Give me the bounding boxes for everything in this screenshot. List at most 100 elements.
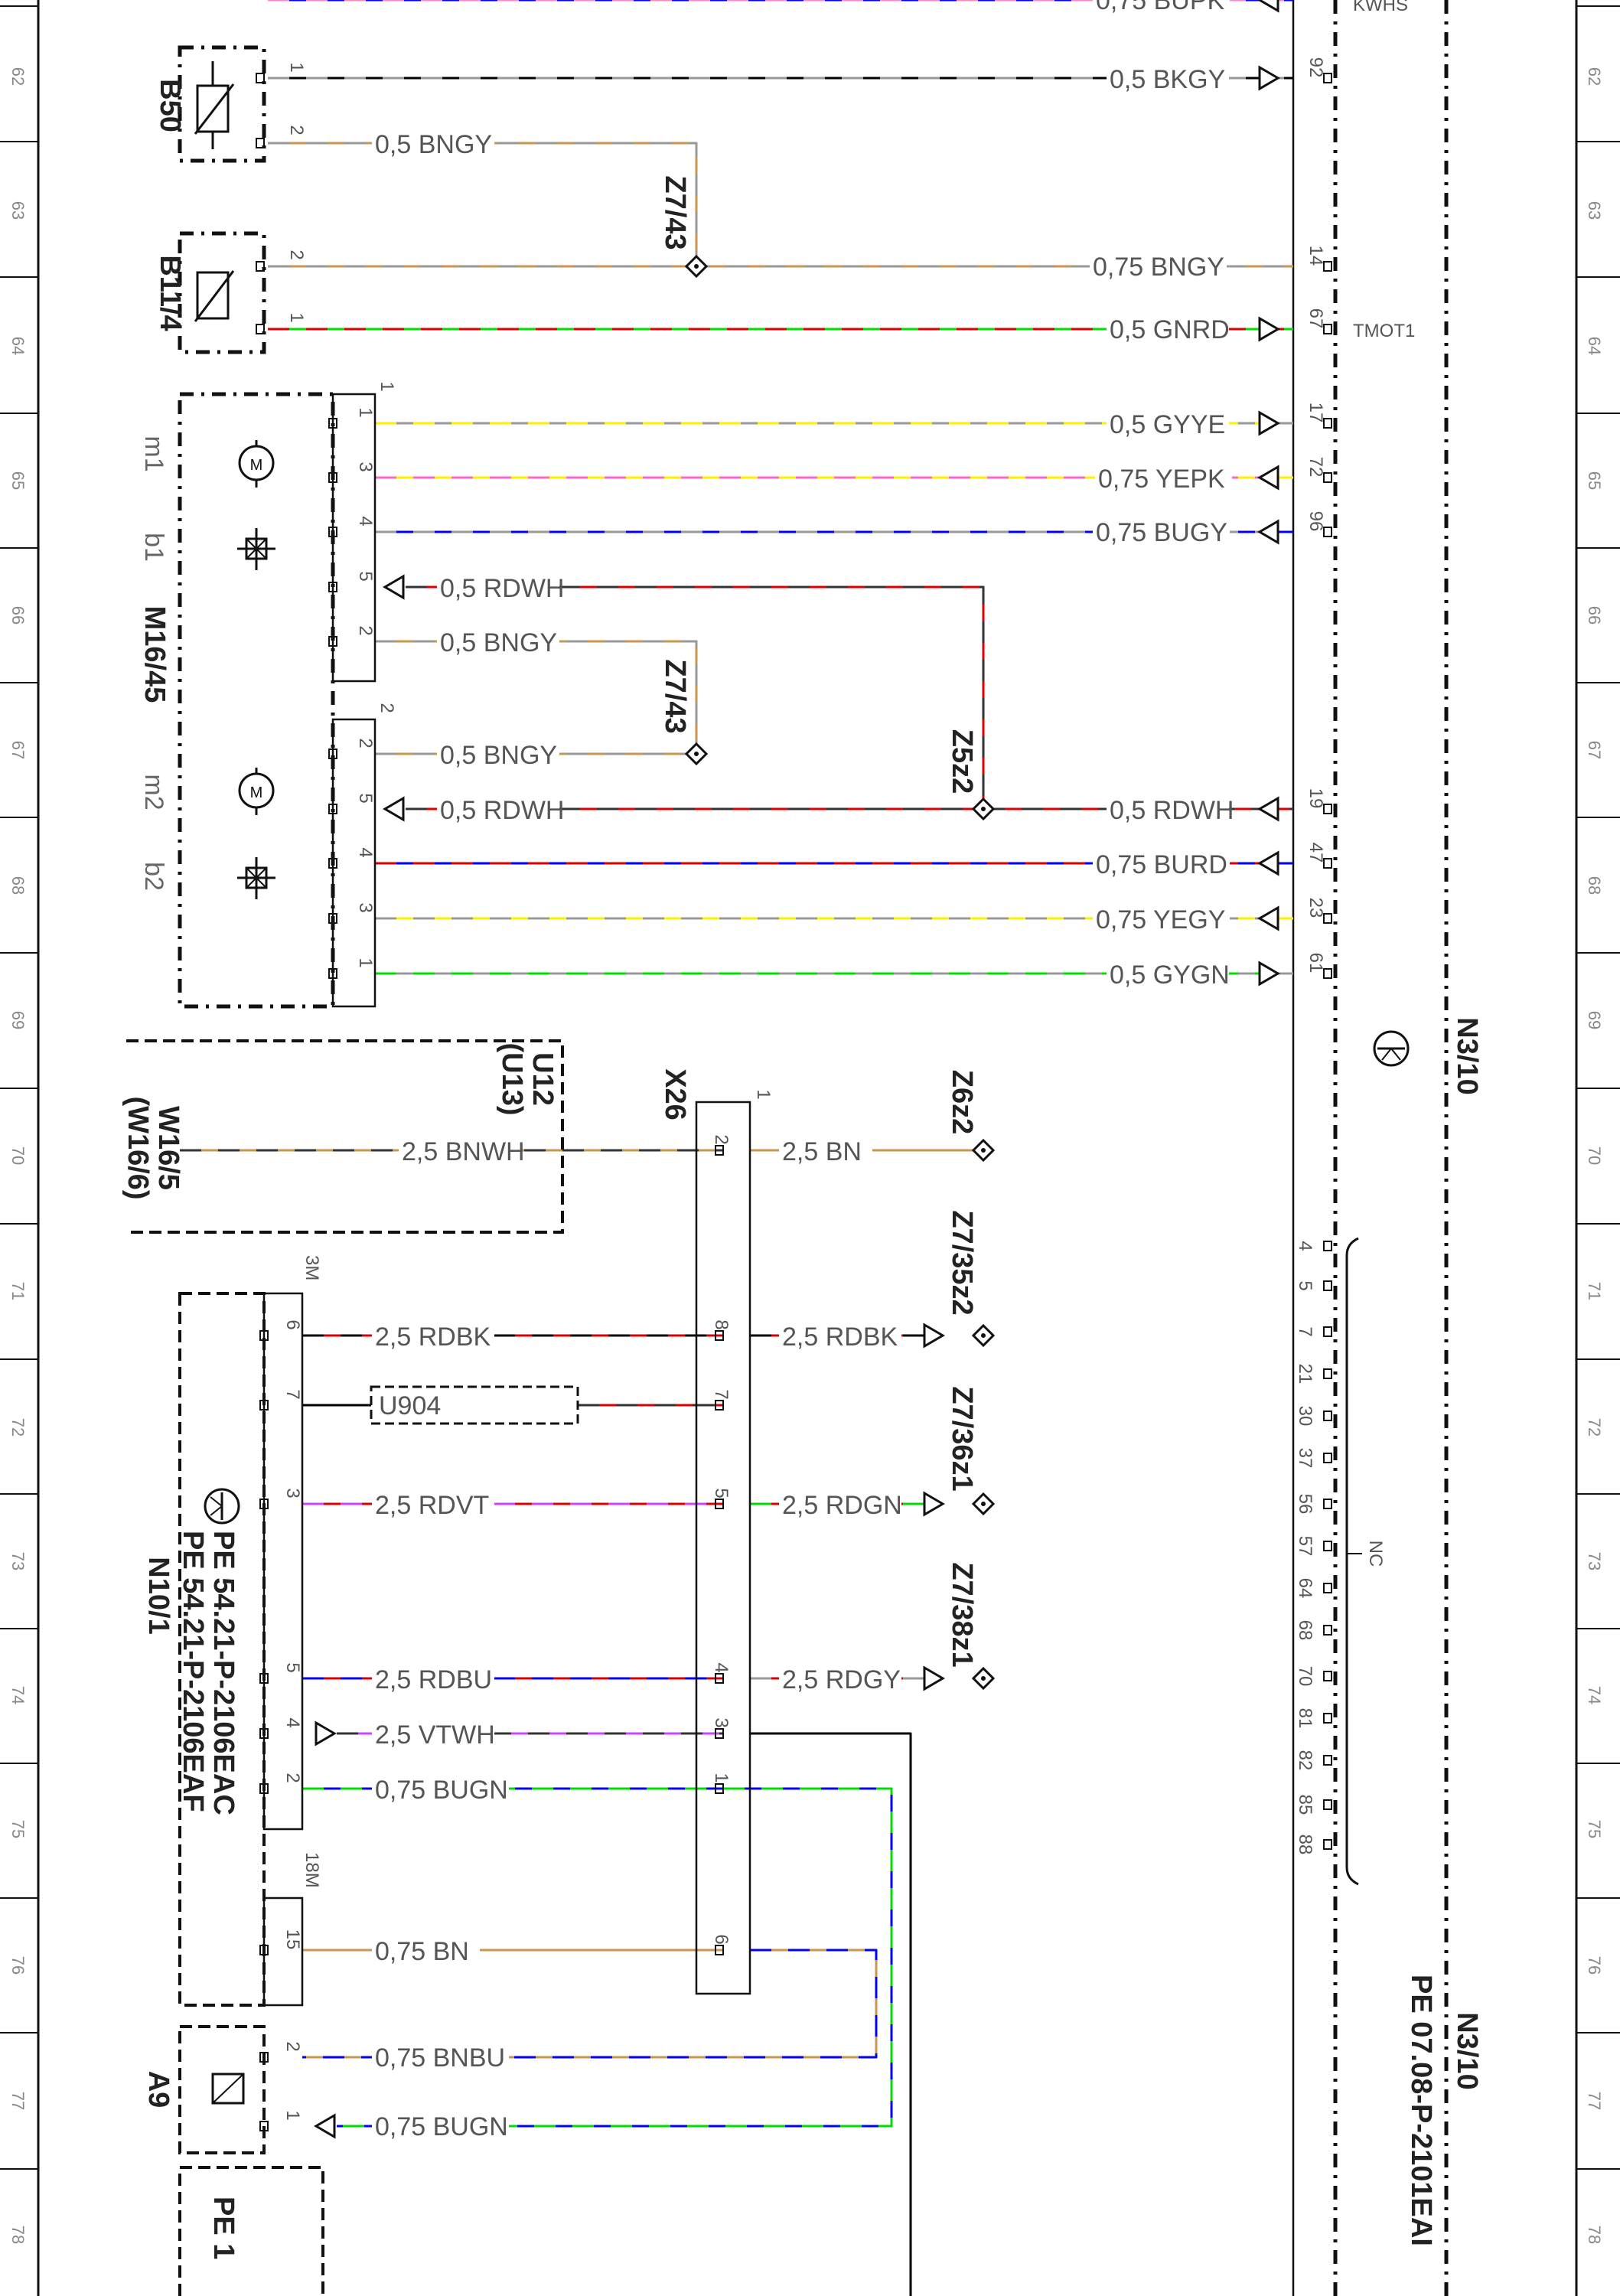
- grid-row-label: 70: [8, 1146, 28, 1165]
- wire-label: 0,5 GYYE: [1110, 410, 1225, 439]
- pin-terminal: [1323, 73, 1332, 83]
- grid-row-label: 74: [1585, 1686, 1604, 1704]
- grid-row-label: 77: [8, 2092, 28, 2110]
- grid-row-label: 68: [8, 876, 28, 895]
- splice-label: Z7/43: [659, 175, 691, 249]
- pin-terminal: [1323, 804, 1332, 814]
- nc-pin-terminal: [1323, 1326, 1332, 1337]
- pin-number: 4: [355, 516, 376, 526]
- pin-terminal: [328, 418, 337, 429]
- conn-18m-label: 18M: [302, 1852, 322, 1888]
- pin-terminal: [1323, 324, 1332, 334]
- arrow-icon: [383, 574, 405, 600]
- splice-label: Z6z2: [946, 1070, 978, 1134]
- pin-terminal: [715, 1945, 724, 1955]
- u12-label: U12: [526, 1052, 559, 1106]
- pin-terminal: [259, 1673, 269, 1684]
- m16-45-component: M M m1 b1 M16/45 m2 b2: [139, 392, 376, 1009]
- nc-pin-number: 82: [1295, 1750, 1315, 1771]
- splice-point: Z7/38z1: [946, 1562, 996, 1691]
- wire-label: 0,5 BNGY: [440, 628, 557, 657]
- m2-label: m2: [139, 774, 168, 810]
- grid-row-label: 70: [1585, 1146, 1604, 1165]
- pin-number: 1: [286, 312, 307, 322]
- pe-ref-07-08-eai[interactable]: PE 07.08-P-2101EAI: [1405, 1975, 1437, 2246]
- tmot1-label: TMOT1: [1353, 321, 1415, 341]
- splice-label: Z7/38z1: [946, 1562, 978, 1667]
- splice-point: Z7/35z2: [946, 1210, 996, 1348]
- grid-row-label: 68: [1585, 876, 1604, 895]
- n3-10-labels: N3/10 N3/10 PE 07.08-P-2101EAI TMOT1 KWH…: [1295, 0, 1483, 2246]
- nc-pin-terminal: [1323, 1368, 1332, 1379]
- pin-number: 15: [282, 1929, 303, 1950]
- pe-ref-1[interactable]: PE 1: [207, 2197, 240, 2259]
- pin-number: 1: [711, 1773, 732, 1782]
- grid-row-label: 62: [8, 67, 28, 86]
- splice-label: Z7/35z2: [946, 1210, 978, 1315]
- arrow-icon: [923, 1322, 945, 1349]
- a9-label: A9: [142, 2071, 174, 2108]
- pin-number: 19: [1305, 788, 1326, 809]
- arrow-icon: [315, 1720, 337, 1746]
- pin-number: 5: [355, 571, 376, 581]
- arrow-icon: [1258, 65, 1280, 91]
- pin-terminal: [328, 636, 337, 647]
- pin-terminal: [1323, 913, 1332, 924]
- wire-label: 2,5 RDBK: [782, 1322, 898, 1352]
- b50-label: B50: [154, 79, 186, 132]
- m16-45-label: M16/45: [139, 606, 171, 703]
- b11-4-label: B11/4: [154, 255, 186, 331]
- grid-row-label: 75: [1585, 1820, 1604, 1838]
- pin-number: 1: [355, 957, 376, 967]
- wire-label: 0,75 BUPK: [1096, 0, 1225, 15]
- pin-terminal: [256, 261, 265, 272]
- transistor-icon: [204, 1488, 240, 1525]
- x26-label: X26: [659, 1068, 691, 1120]
- pin-terminal: [715, 1330, 724, 1341]
- grid-row-label: 71: [8, 1282, 28, 1300]
- pin-terminal: [259, 2121, 269, 2131]
- pin-number: 67: [1305, 308, 1326, 329]
- arrow-icon: [1257, 519, 1279, 545]
- n10-1-component: PE 54.21-P-2106EAC PE 54.21-P-2106EAF N1…: [142, 1292, 304, 2007]
- arrow-icon: [1258, 960, 1280, 987]
- wire-label: 0,5 BNGY: [375, 130, 492, 159]
- conn-3m-label: 3M: [302, 1255, 322, 1280]
- pin-terminal: [715, 1783, 724, 1794]
- pin-terminal: [259, 1330, 269, 1341]
- pin-terminal: [715, 1400, 724, 1411]
- pin-terminal: [1323, 261, 1332, 272]
- pin-terminal: [259, 2052, 269, 2063]
- n3-10-label-top: N3/10: [1451, 1017, 1483, 1094]
- arrow-icon: [1257, 796, 1279, 822]
- nc-pin-number: 85: [1295, 1795, 1315, 1815]
- pin-terminal: [328, 582, 337, 592]
- nc-pin-terminal: [1323, 1671, 1332, 1681]
- pin-number: 6: [711, 1934, 732, 1944]
- pe-ref-54-21-eac[interactable]: PE 54.21-P-2106EAC: [207, 1531, 240, 1815]
- nc-pin-number: 21: [1295, 1364, 1315, 1384]
- u12-component: U12 (U13) W16/5 (W16/6): [122, 1039, 564, 1234]
- pin-terminal: [259, 1728, 269, 1739]
- b2-label: b2: [139, 862, 168, 891]
- pin-number: 1: [355, 407, 376, 417]
- nc-pin-number: 56: [1295, 1494, 1315, 1515]
- pe-ref-54-21-eaf[interactable]: PE 54.21-P-2106EAF: [177, 1531, 209, 1812]
- grid-row-label: 66: [8, 606, 28, 625]
- pin-number: 5: [282, 1662, 303, 1672]
- pin-number: 1: [376, 381, 397, 391]
- grid-row-label: 65: [8, 471, 28, 490]
- wire-label: 0,75 BUGN: [375, 1776, 508, 1805]
- grid-row-label: 63: [8, 201, 28, 220]
- nc-pin-terminal: [1323, 1541, 1332, 1551]
- pin-number: 2: [286, 249, 307, 259]
- x26-connector: X26: [659, 1068, 751, 1995]
- pin-number: 47: [1305, 843, 1326, 863]
- m1-label: m1: [139, 435, 168, 471]
- pin-terminal: [1323, 472, 1332, 483]
- pin-terminal: [328, 472, 337, 483]
- nc-pin-number: 81: [1295, 1708, 1315, 1729]
- wire-label: 0,75 BNGY: [1093, 253, 1224, 282]
